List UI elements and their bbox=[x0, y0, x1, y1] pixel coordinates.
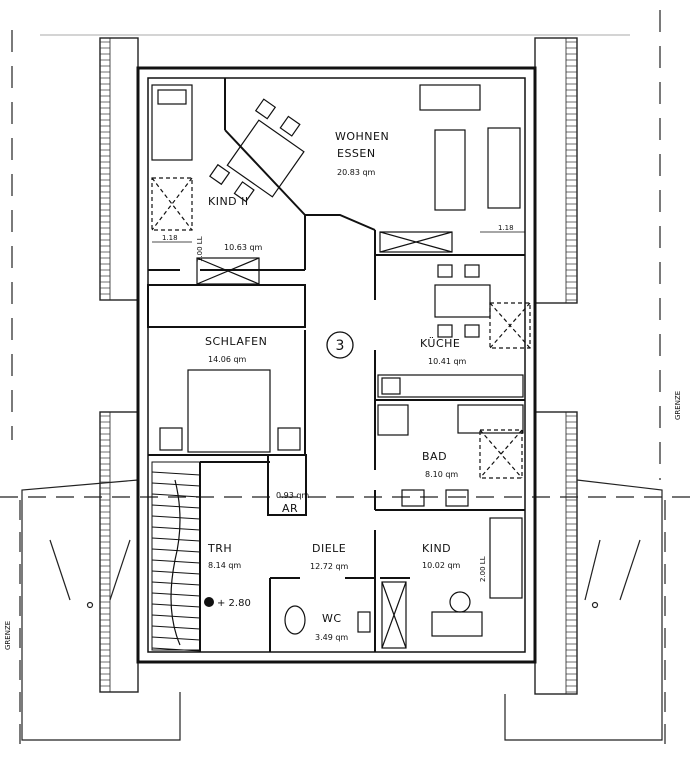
room-name-diele: DIELE bbox=[312, 542, 346, 555]
room-area-wohnen: 20.83 qm bbox=[337, 168, 376, 177]
room-area-schlafen: 14.06 qm bbox=[208, 355, 247, 364]
roof-slope-right bbox=[534, 37, 578, 695]
dimension-labels: 1.18 1.18 1.00 LL 2.00 LL bbox=[152, 224, 525, 582]
room-name-schlafen: SCHLAFEN bbox=[205, 335, 267, 348]
dim-wohnen-window: 1.18 bbox=[498, 224, 514, 232]
furniture bbox=[151, 84, 531, 649]
room-area-wc: 3.49 qm bbox=[315, 633, 348, 642]
elevation-marker: + 2.80 bbox=[204, 597, 251, 609]
stair bbox=[151, 461, 201, 652]
room-area-kind: 10.02 qm bbox=[422, 561, 461, 570]
room-name-kind2: KIND II bbox=[208, 195, 249, 208]
room-labels: WOHNEN ESSEN 20.83 qm KIND II 10.63 qm S… bbox=[205, 130, 467, 642]
room-area-ar: 0.93 qm bbox=[276, 491, 309, 500]
room-name-bad: BAD bbox=[422, 450, 447, 463]
roof-slope-left bbox=[99, 37, 139, 693]
roof-hatching bbox=[100, 41, 577, 693]
dim-kind2-ll: 1.00 LL bbox=[196, 236, 204, 262]
room-area-diele: 12.72 qm bbox=[310, 562, 349, 571]
room-area-trh: 8.14 qm bbox=[208, 561, 241, 570]
room-name-wc: WC bbox=[322, 612, 342, 625]
elevation-label: + 2.80 bbox=[217, 598, 251, 609]
balcony-right bbox=[504, 479, 663, 741]
balcony-left bbox=[21, 479, 181, 741]
room-name-wohnen: WOHNEN bbox=[335, 130, 389, 143]
room-name-kueche: KÜCHE bbox=[420, 337, 460, 350]
dim-kind-ll: 2.00 LL bbox=[479, 556, 487, 582]
room-name-essen: ESSEN bbox=[337, 147, 376, 160]
room-area-kueche: 10.41 qm bbox=[428, 357, 467, 366]
apartment-marker: 3 bbox=[326, 331, 354, 359]
room-name-ar: AR bbox=[282, 502, 298, 515]
apartment-number: 3 bbox=[336, 338, 345, 354]
room-area-bad: 8.10 qm bbox=[425, 470, 458, 479]
boundary-lines bbox=[0, 10, 690, 750]
outer-walls bbox=[136, 66, 537, 664]
dim-kind2-window: 1.18 bbox=[162, 234, 178, 242]
boundary-label-left: GRENZE bbox=[4, 621, 12, 650]
interior-walls bbox=[147, 78, 525, 652]
room-name-kind: KIND bbox=[422, 542, 451, 555]
room-area-kind2: 10.63 qm bbox=[224, 243, 263, 252]
room-name-trh: TRH bbox=[207, 542, 232, 555]
boundary-label-right: GRENZE bbox=[674, 391, 682, 420]
